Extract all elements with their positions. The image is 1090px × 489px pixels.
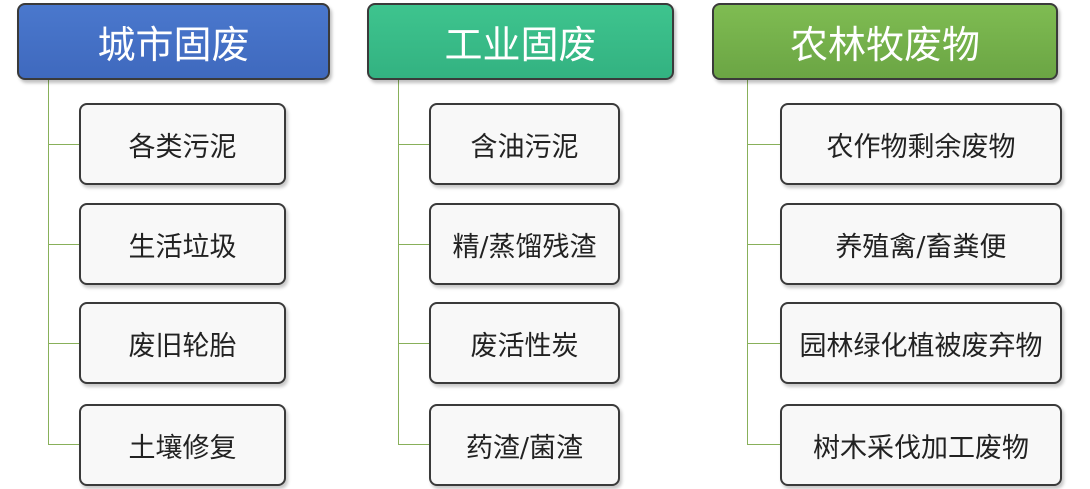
item-distillation-residue: 精/蒸馏残渣 — [429, 203, 620, 285]
item-oily-sludge: 含油污泥 — [429, 103, 620, 185]
connector-branch — [48, 244, 79, 245]
item-spent-activated-carbon: 废活性炭 — [429, 302, 620, 384]
connector-branch — [48, 144, 79, 145]
item-soil-remediation: 土壤修复 — [79, 404, 286, 486]
item-waste-tires: 废旧轮胎 — [79, 302, 286, 384]
item-pharma-fungal-residue: 药渣/菌渣 — [429, 404, 620, 486]
connector-branch — [747, 244, 780, 245]
connector-branch — [398, 144, 429, 145]
item-crop-residue: 农作物剩余废物 — [780, 103, 1062, 185]
connector-branch — [398, 343, 429, 344]
header-agri-forestry-livestock-waste: 农林牧废物 — [712, 3, 1058, 80]
item-household-garbage: 生活垃圾 — [79, 203, 286, 285]
connector-trunk-2 — [398, 80, 399, 444]
item-sludge: 各类污泥 — [79, 103, 286, 185]
connector-branch — [48, 343, 79, 344]
header-municipal-solid-waste: 城市固废 — [17, 3, 330, 80]
item-livestock-manure: 养殖禽/畜粪便 — [780, 203, 1062, 285]
connector-branch — [747, 343, 780, 344]
item-timber-processing-waste: 树木采伐加工废物 — [780, 404, 1062, 486]
header-industrial-solid-waste: 工业固废 — [367, 3, 674, 80]
connector-branch — [398, 444, 429, 445]
connector-branch — [747, 144, 780, 145]
item-green-waste: 园林绿化植被废弃物 — [780, 302, 1062, 384]
connector-branch — [398, 244, 429, 245]
connector-branch — [747, 444, 780, 445]
connector-branch — [48, 444, 79, 445]
connector-trunk-3 — [747, 80, 748, 444]
connector-trunk-1 — [48, 80, 49, 444]
